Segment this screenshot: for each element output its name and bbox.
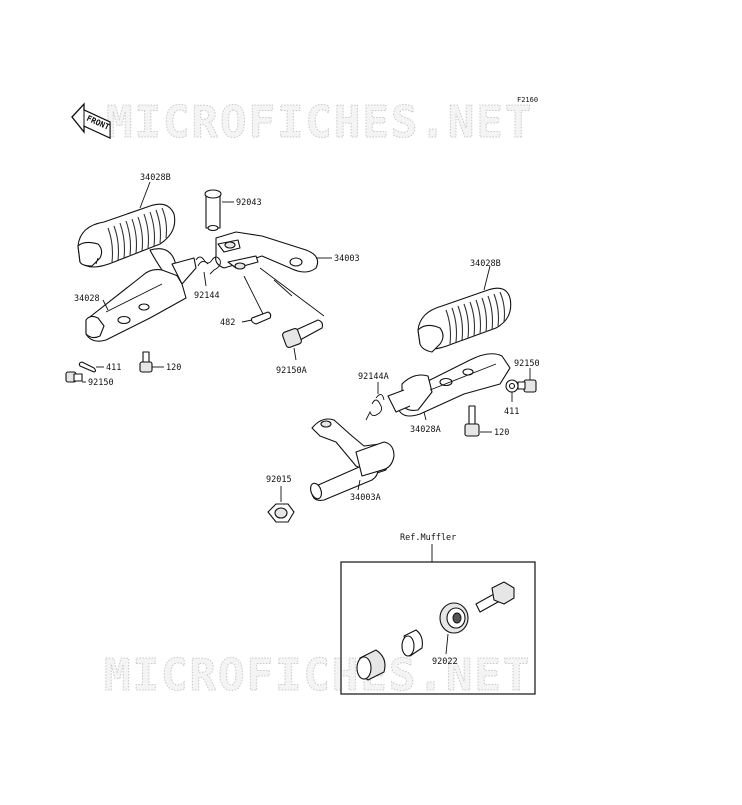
label-92043: 92043: [236, 198, 262, 208]
nut-92015: [267, 503, 295, 523]
bracket-34003a: [310, 418, 395, 501]
front-arrow-icon: FRONT: [71, 102, 111, 140]
spring-92144: [195, 256, 221, 275]
right-footpeg-rubber: [417, 287, 512, 353]
label-34028: 34028: [74, 294, 100, 304]
label-34003: 34003: [334, 254, 360, 264]
ref-muffler-box: [340, 561, 536, 695]
cotter-pin-left: [78, 361, 97, 373]
label-92015: 92015: [266, 475, 292, 485]
muffler-rubber: [356, 649, 386, 681]
label-482: 482: [220, 318, 235, 328]
label-34028b-right: 34028B: [470, 259, 501, 269]
washer-left: [65, 371, 83, 383]
label-92144a: 92144A: [358, 372, 389, 382]
label-92022: 92022: [432, 657, 458, 667]
pin-92043: [204, 189, 222, 232]
right-footpeg: [387, 353, 511, 417]
spring-92144a: [365, 394, 385, 421]
label-92150a: 92150A: [276, 366, 307, 376]
watermark-top: MICROFICHES.NET: [106, 97, 533, 148]
pin-482: [250, 311, 272, 325]
bolt-92150a: [282, 319, 324, 348]
bracket-34003: [215, 231, 319, 273]
label-120-left: 120: [166, 363, 181, 373]
muffler-damper-92022: [439, 602, 469, 634]
label-34028a: 34028A: [410, 425, 441, 435]
bolt-92150-right: [517, 379, 537, 393]
muffler-collar: [401, 629, 423, 657]
bolt-120-left: [139, 351, 153, 373]
label-92150-right: 92150: [514, 359, 540, 369]
label-120-right: 120: [494, 428, 509, 438]
label-92150-left: 92150: [88, 378, 114, 388]
label-411-right: 411: [504, 407, 519, 417]
label-411-left: 411: [106, 363, 121, 373]
diagram-code: F2160: [517, 96, 538, 104]
label-92144: 92144: [194, 291, 220, 301]
ref-muffler-label: Ref.Muffler: [400, 533, 456, 543]
label-34003a: 34003A: [350, 493, 381, 503]
left-footpeg-rubber: [77, 203, 176, 268]
left-footpeg: [85, 248, 197, 342]
watermark-bottom: MICROFICHES.NET: [104, 650, 531, 701]
muffler-bolt: [475, 581, 515, 613]
label-34028b-left: 34028B: [140, 173, 171, 183]
bolt-120-right: [464, 405, 480, 437]
washer-right: [505, 379, 519, 393]
